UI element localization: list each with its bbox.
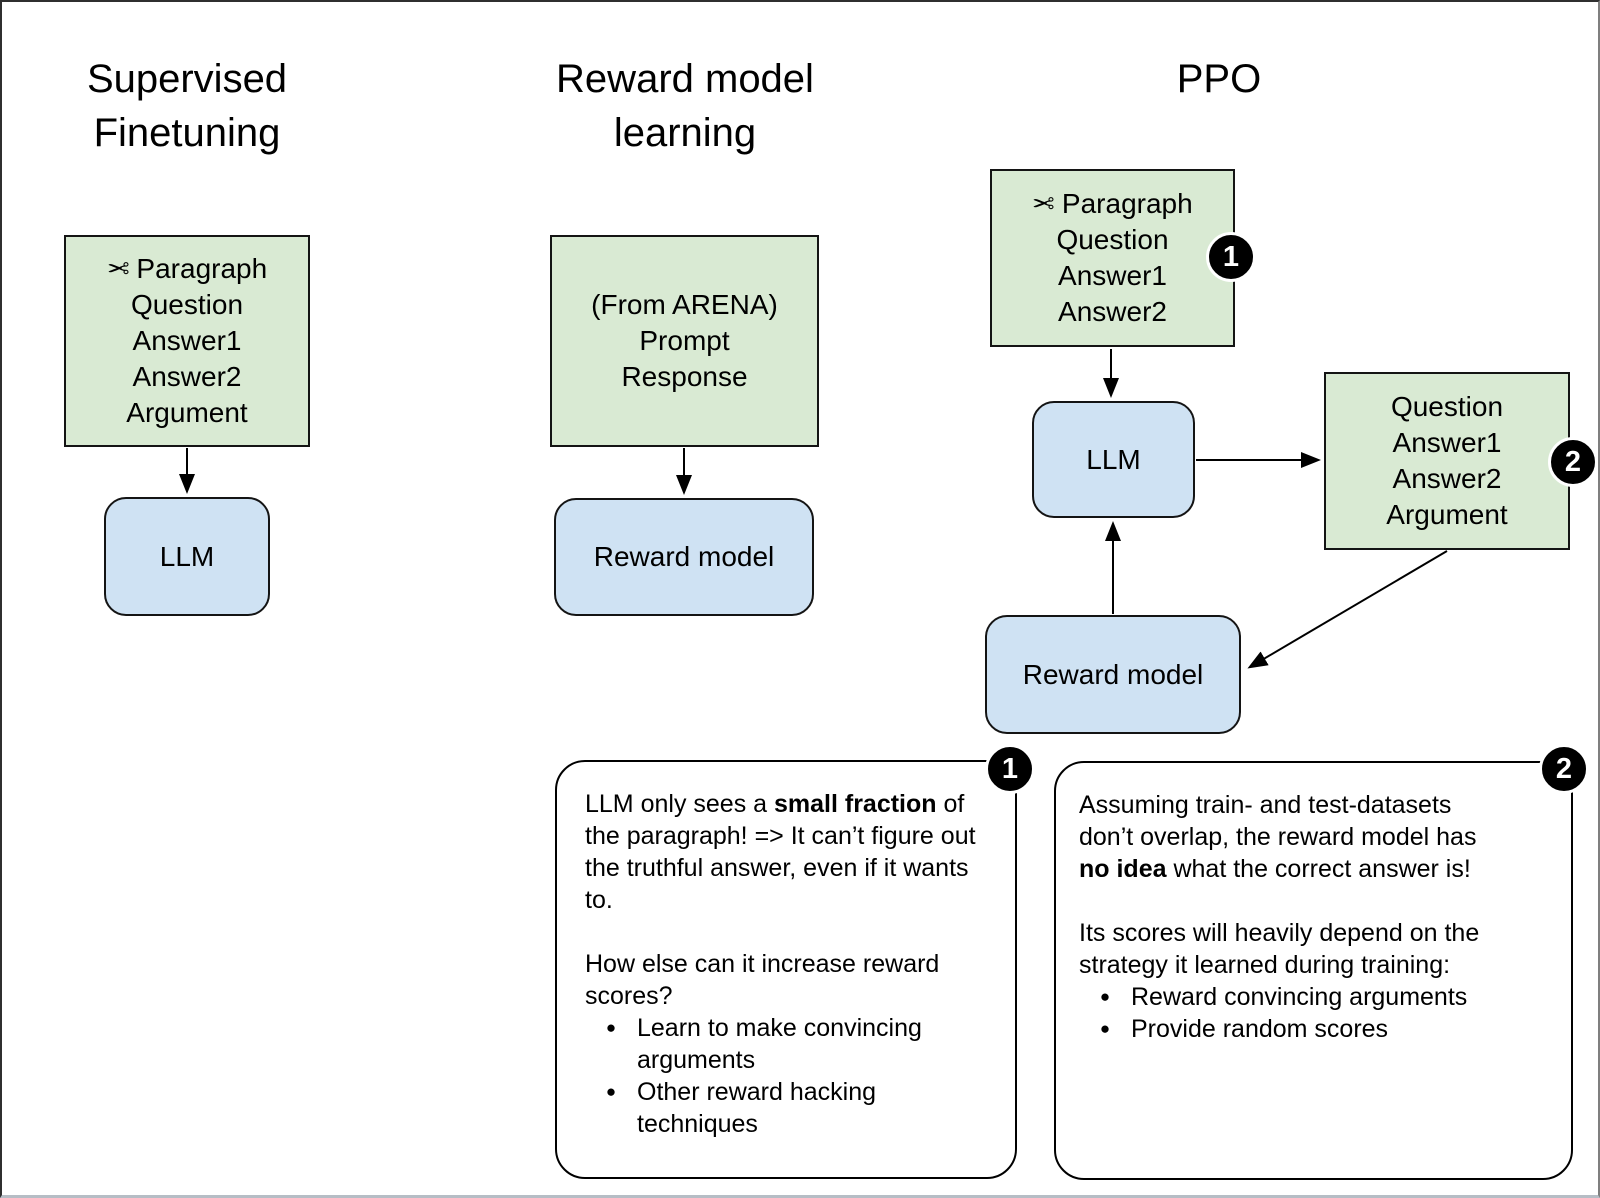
badge-2-output-box: 2 (1548, 437, 1598, 487)
ppo-rewardmodel-box: Reward model (985, 615, 1241, 734)
note2-bullet-item: ● Provide random scores (1079, 1013, 1507, 1045)
column-title-supervised-finetuning: Supervised Finetuning (32, 52, 342, 160)
data-box-line: Response (621, 361, 748, 392)
note1-bullet-item: ● Other reward hacking techniques (585, 1076, 997, 1140)
column-title-reward-model-learning: Reward model learning (530, 52, 840, 160)
ppo-llm-box: LLM (1032, 401, 1195, 518)
title-line: learning (613, 111, 757, 155)
note2-bullet-item: ● Reward convincing arguments (1079, 981, 1507, 1013)
model-box-label: Reward model (1022, 658, 1204, 690)
scissors-icon: ✂ (106, 254, 130, 284)
note-box-1: LLM only sees a small fraction of the pa… (555, 760, 1017, 1179)
model-box-label: LLM (159, 540, 215, 572)
note-box-2: Assuming train- and test-datasets don’t … (1054, 761, 1573, 1180)
arrow-ppo-output-to-rewardmodel (1247, 550, 1448, 669)
bullet-icon: ● (1099, 1019, 1111, 1038)
bullet-icon: ● (1099, 987, 1111, 1006)
data-box-line: Answer2 (132, 361, 242, 392)
badge-1-note-box: 1 (985, 744, 1035, 794)
bullet-icon: ● (605, 1018, 617, 1037)
sft-llm-box: LLM (104, 497, 270, 616)
title-line: Finetuning (93, 111, 281, 155)
note1-paragraph-1: LLM only sees a small fraction of the pa… (585, 790, 976, 914)
badge-2-note-box: 2 (1539, 744, 1589, 794)
note1-paragraph-2: How else can it increase reward scores? (585, 950, 940, 1010)
rm-data-box: (From ARENA) Prompt Response (550, 235, 819, 447)
bullet-icon: ● (605, 1082, 617, 1101)
ppo-input-box: ✂ Paragraph Question Answer1 Answer2 (990, 169, 1235, 347)
title-line: Reward model (556, 57, 814, 101)
model-box-label: Reward model (593, 541, 775, 572)
data-box-line: Answer1 (132, 325, 242, 356)
note2-paragraph-1: Assuming train- and test-datasets don’t … (1079, 791, 1477, 883)
scissors-icon: ✂ (1032, 189, 1055, 219)
data-box-line: Argument (1386, 499, 1508, 530)
note2-paragraph-2: Its scores will heavily depend on the st… (1079, 919, 1480, 979)
title-line: PPO (1176, 57, 1262, 101)
data-box-line: Answer1 (1392, 427, 1502, 458)
title-line: Supervised (86, 57, 288, 101)
data-box-line: Answer1 (1058, 260, 1167, 291)
data-box-line: Prompt (639, 325, 730, 356)
data-box-line: Question (1056, 224, 1169, 255)
data-box-line: Answer2 (1392, 463, 1502, 494)
data-box-line: ✂ Paragraph (107, 251, 267, 287)
ppo-output-box: Question Answer1 Answer2 Argument (1324, 372, 1570, 550)
note1-bullet-item: ● Learn to make convincing arguments (585, 1012, 997, 1076)
data-box-line: Question (130, 289, 244, 320)
data-box-line: ✂ Paragraph (1032, 186, 1192, 222)
rm-rewardmodel-box: Reward model (554, 498, 814, 616)
column-title-ppo: PPO (1094, 52, 1344, 106)
data-box-line: Question (1390, 391, 1504, 422)
badge-1-input-box: 1 (1206, 232, 1256, 282)
data-box-line: (From ARENA) (591, 289, 778, 320)
model-box-label: LLM (1086, 443, 1141, 475)
data-box-line: Argument (126, 397, 248, 428)
data-box-line: Answer2 (1058, 296, 1167, 327)
sft-data-box: ✂ Paragraph Question Answer1 Answer2 Arg… (64, 235, 310, 447)
